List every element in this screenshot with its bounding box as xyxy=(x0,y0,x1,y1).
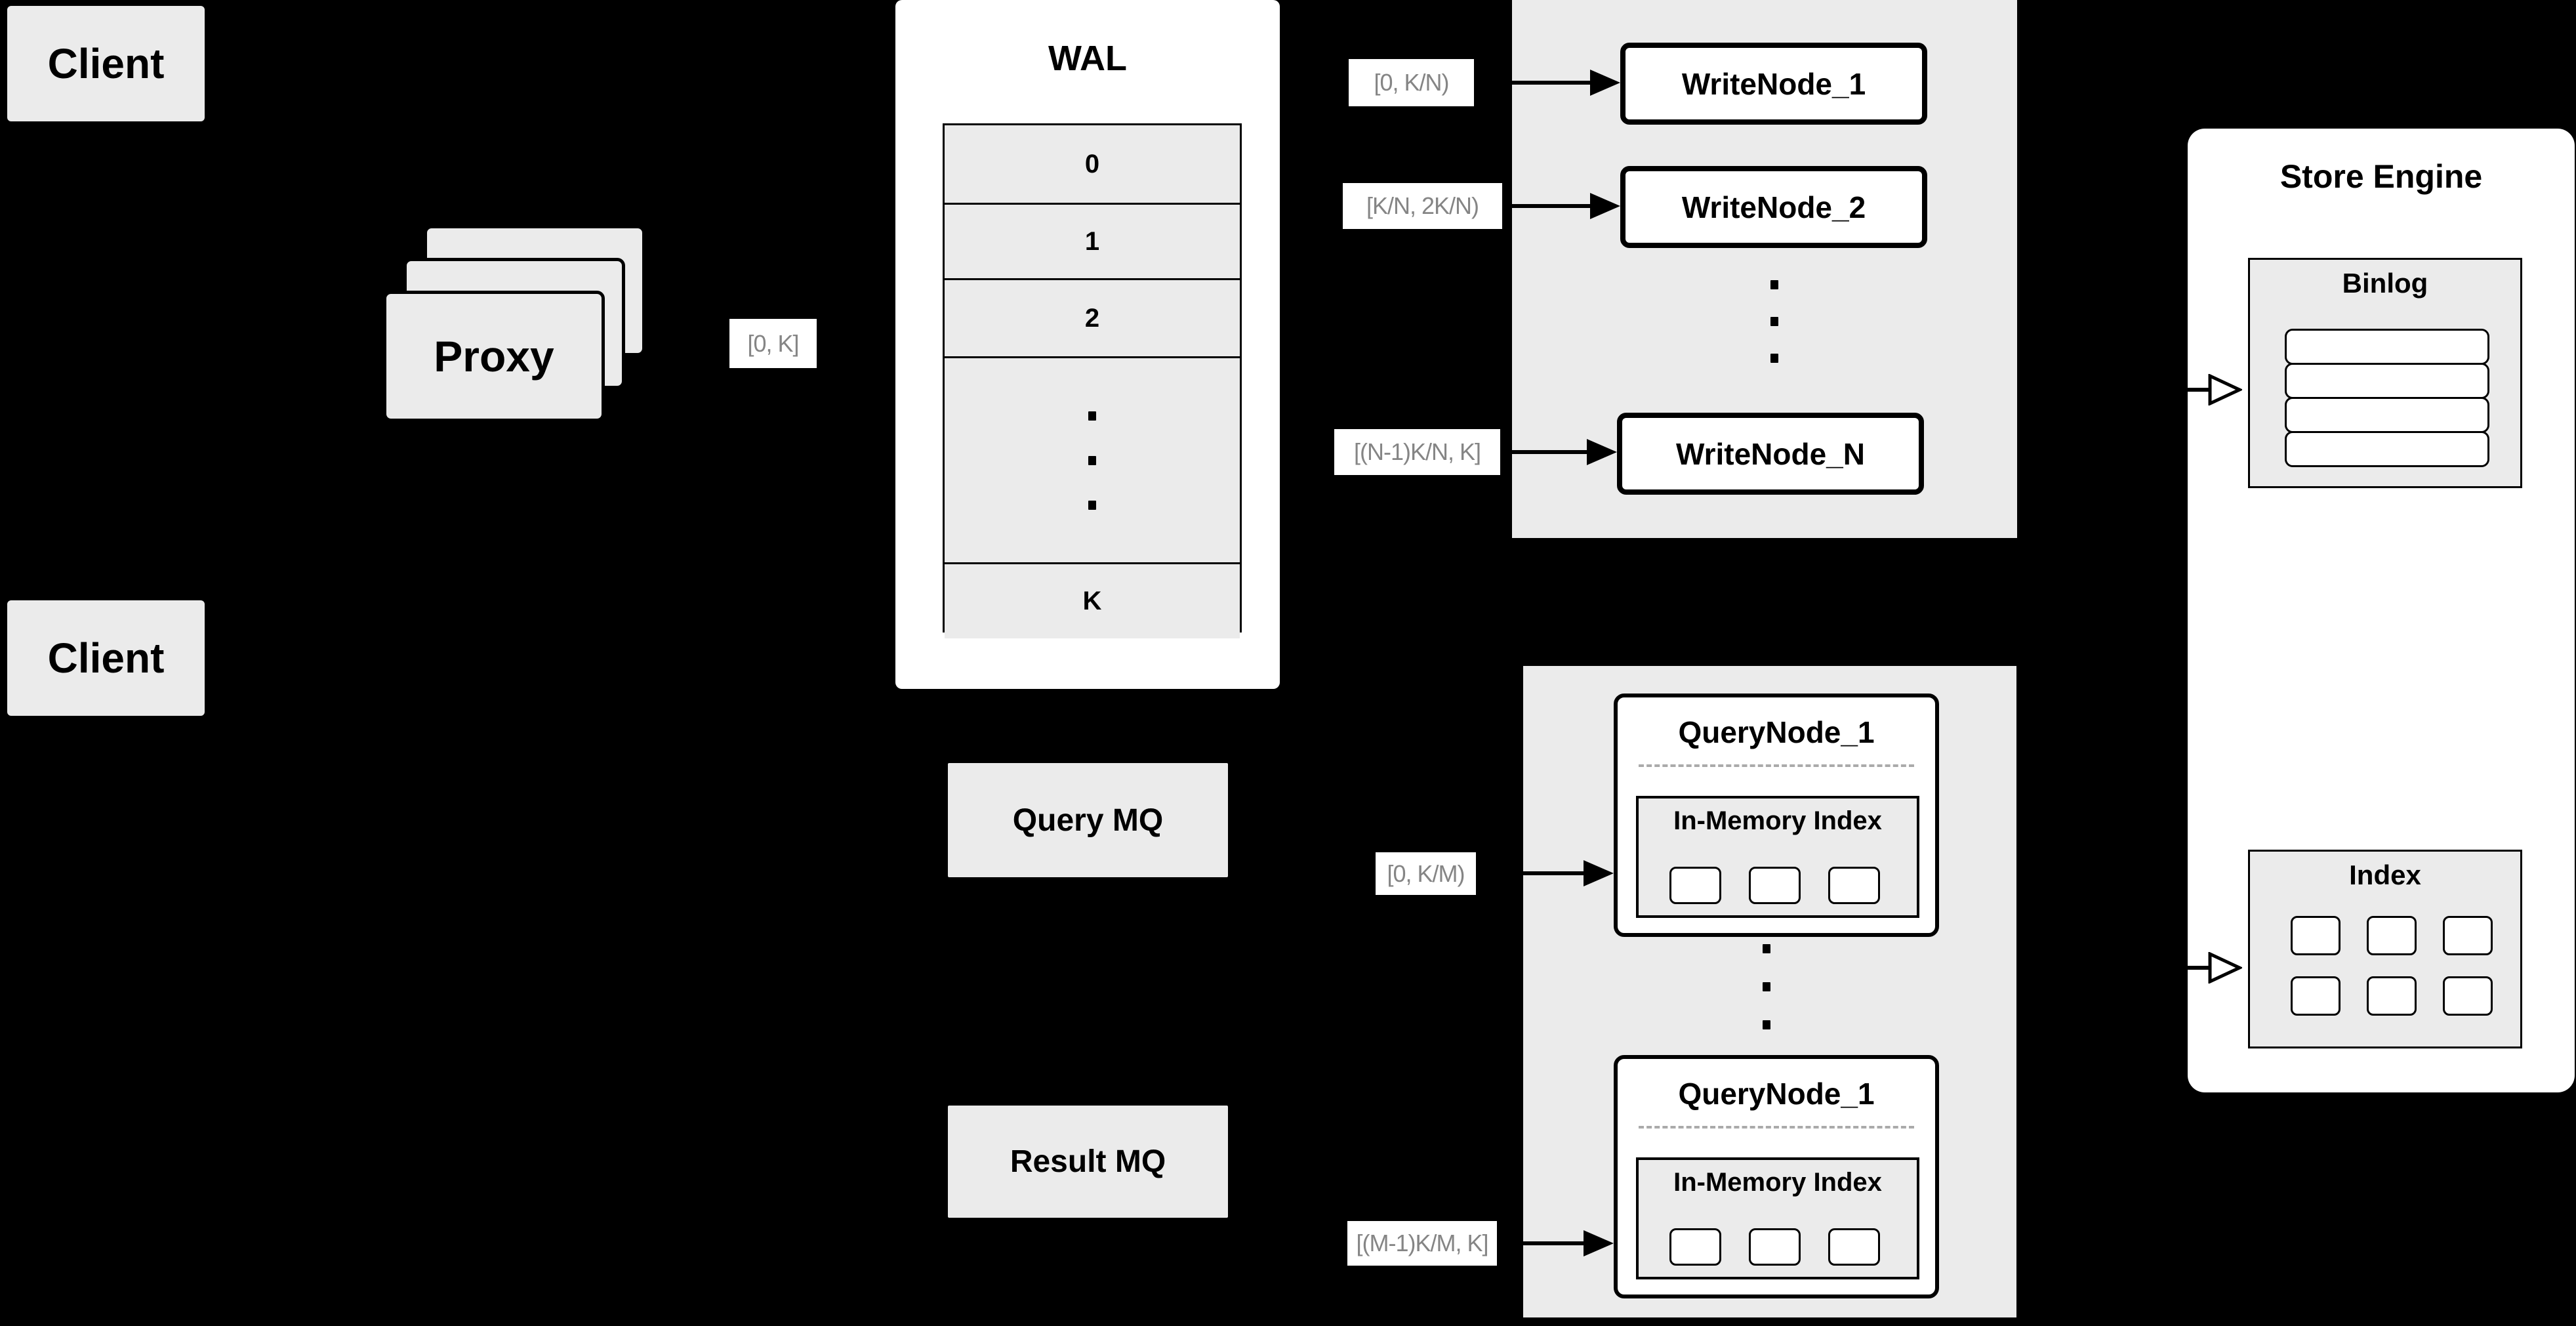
index-cell xyxy=(1828,1228,1880,1266)
client-label: Client xyxy=(47,634,165,682)
range-label-query-m: [(M-1)K/M, K] xyxy=(1347,1221,1497,1266)
wal-row-0: 0 xyxy=(945,125,1240,205)
index-cell xyxy=(1669,1228,1721,1266)
wal-ellipsis-dots xyxy=(945,358,1240,564)
index-cell xyxy=(1749,867,1801,904)
dot-icon xyxy=(1088,455,1096,465)
index-cell xyxy=(1828,867,1880,904)
arrow-line xyxy=(1500,450,1587,454)
client-box-1: Client xyxy=(6,5,206,123)
query-node-ellipsis-dots xyxy=(1763,944,1770,1029)
dot-icon xyxy=(1770,280,1778,289)
range-label-text: [K/N, 2K/N) xyxy=(1366,192,1479,219)
index-box: Index xyxy=(2248,850,2522,1048)
arrow-right-icon xyxy=(1584,1230,1614,1256)
wal-row-text: K xyxy=(1082,587,1102,615)
arrow-line xyxy=(1497,1241,1584,1245)
index-cell xyxy=(1669,867,1721,904)
store-engine-container: Store Engine Binlog Index xyxy=(2188,129,2575,1092)
query-mq-label: Query MQ xyxy=(1012,802,1164,838)
wal-row-text: 2 xyxy=(1084,303,1100,333)
write-node-1: WriteNode_1 xyxy=(1620,43,1927,125)
store-engine-title: Store Engine xyxy=(2280,158,2483,195)
binlog-title: Binlog xyxy=(2342,268,2428,299)
dot-icon xyxy=(1770,354,1778,363)
index-cell xyxy=(1749,1228,1801,1266)
dot-icon xyxy=(1088,411,1096,421)
wal-title: WAL xyxy=(1048,39,1127,78)
arrow-right-icon xyxy=(1590,70,1620,96)
arrow-line xyxy=(1502,204,1590,208)
index-cell xyxy=(2291,916,2341,955)
index-cell xyxy=(2367,916,2417,955)
query-node-m: QueryNode_1 In-Memory Index xyxy=(1614,1055,1939,1298)
binlog-row xyxy=(2285,329,2489,365)
hollow-arrow-right-icon xyxy=(2208,952,2242,984)
index-cell xyxy=(2443,916,2493,955)
range-label-query-1: [0, K/M) xyxy=(1376,852,1476,895)
arrow-line xyxy=(2140,388,2209,392)
dot-icon xyxy=(1088,500,1096,510)
wal-row-1: 1 xyxy=(945,205,1240,280)
in-memory-index-box: In-Memory Index xyxy=(1636,796,1919,918)
range-label-write-1: [0, K/N) xyxy=(1349,59,1474,106)
proxy-label: Proxy xyxy=(434,332,554,381)
dot-icon xyxy=(1763,944,1770,953)
binlog-row xyxy=(2285,397,2489,433)
wal-table: 0 1 2 K xyxy=(943,123,1242,638)
write-node-2: WriteNode_2 xyxy=(1620,166,1927,248)
result-mq-box: Result MQ xyxy=(947,1104,1229,1219)
arrow-right-icon xyxy=(1584,860,1614,886)
binlog-row xyxy=(2285,363,2489,399)
client-label: Client xyxy=(47,40,165,87)
arrow-right-icon xyxy=(1590,193,1620,219)
wal-row-text: 0 xyxy=(1084,149,1100,178)
dot-icon xyxy=(1770,317,1778,326)
in-memory-index-title: In-Memory Index xyxy=(1673,806,1882,835)
client-box-2: Client xyxy=(6,599,206,717)
range-label-write-2: [K/N, 2K/N) xyxy=(1343,183,1502,229)
proxy-box: Proxy xyxy=(383,291,605,422)
wal-row-text: 1 xyxy=(1084,226,1100,256)
arrow-right-icon xyxy=(1587,439,1617,465)
wal-row-k: K xyxy=(945,564,1240,638)
write-node-ellipsis-dots xyxy=(1770,280,1778,363)
query-node-title: QueryNode_1 xyxy=(1678,1077,1875,1111)
in-memory-index-box: In-Memory Index xyxy=(1636,1157,1919,1279)
hollow-arrow-right-icon xyxy=(2208,374,2242,405)
dashed-divider xyxy=(1639,764,1914,767)
dashed-divider xyxy=(1639,1126,1914,1129)
range-label-proxy-wal: [0, K] xyxy=(729,319,817,368)
in-memory-index-title: In-Memory Index xyxy=(1673,1168,1882,1197)
query-node-title: QueryNode_1 xyxy=(1678,715,1875,749)
query-mq-box: Query MQ xyxy=(947,762,1229,879)
write-node-label: WriteNode_2 xyxy=(1681,190,1866,224)
write-node-label: WriteNode_1 xyxy=(1681,66,1866,101)
write-node-label: WriteNode_N xyxy=(1676,436,1865,471)
index-cell xyxy=(2291,976,2341,1016)
wal-container: WAL 0 1 2 K xyxy=(895,0,1280,689)
index-cell xyxy=(2443,976,2493,1016)
range-label-write-n: [(N-1)K/N, K] xyxy=(1334,429,1500,475)
index-cell xyxy=(2367,976,2417,1016)
index-title: Index xyxy=(2349,860,2421,890)
write-node-n: WriteNode_N xyxy=(1617,413,1924,495)
result-mq-label: Result MQ xyxy=(1010,1144,1166,1179)
query-node-1: QueryNode_1 In-Memory Index xyxy=(1614,694,1939,937)
range-label-text: [(M-1)K/M, K] xyxy=(1356,1230,1489,1256)
dot-icon xyxy=(1763,982,1770,991)
arrow-line xyxy=(1476,871,1584,875)
range-label-text: [(N-1)K/N, K] xyxy=(1353,438,1481,465)
binlog-box: Binlog xyxy=(2248,258,2522,488)
range-label-text: [0, K/M) xyxy=(1387,860,1465,887)
arrow-line xyxy=(1474,81,1590,85)
wal-row-2: 2 xyxy=(945,280,1240,358)
dot-icon xyxy=(1763,1020,1770,1029)
binlog-row xyxy=(2285,431,2489,467)
range-label-text: [0, K/N) xyxy=(1374,69,1449,96)
range-label-text: [0, K] xyxy=(747,329,799,357)
arrow-line xyxy=(2140,966,2209,970)
